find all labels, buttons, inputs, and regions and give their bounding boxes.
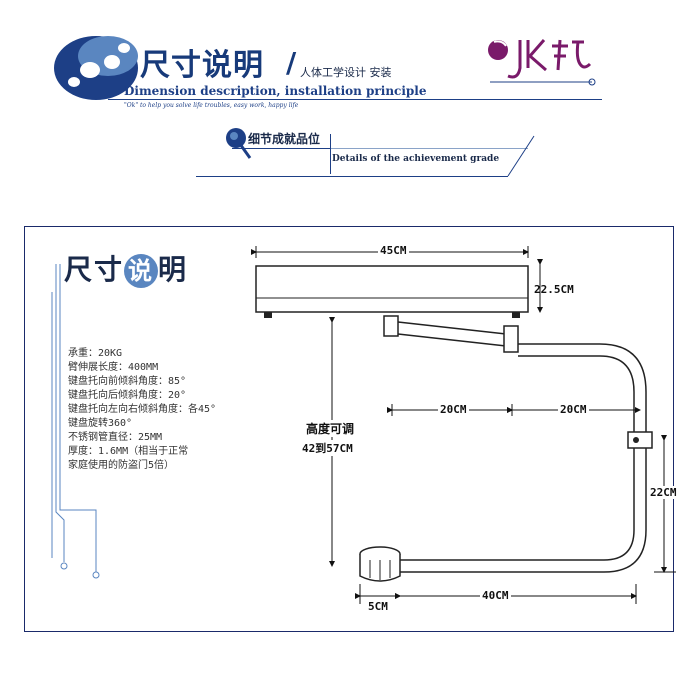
spec-line: 键盘旋转360° — [68, 418, 133, 429]
spec-line: 臂伸展长度：400MM — [68, 362, 159, 373]
spec-line: 承重：20KG — [68, 348, 123, 359]
header-tagline: "Ok" to help you solve life troubles, ea… — [124, 102, 299, 109]
tray-foot — [264, 312, 272, 318]
section-divider — [232, 148, 330, 149]
section-title-cn: 细节成就品位 — [248, 132, 321, 146]
dimension-panel — [24, 226, 674, 632]
spec-line: 家庭使用的防盗门5倍） — [68, 460, 175, 471]
panel-title-highlight: 说 — [124, 254, 159, 288]
spec-line: 不锈钢管直径：25MM — [68, 432, 163, 443]
circuit-decoration — [51, 264, 100, 579]
spec-line: 键盘托向后倾斜角度：20° — [68, 390, 187, 401]
spec-line: 键盘托向左向右倾斜角度：各45° — [68, 404, 217, 415]
header-english: Dimension description, installation prin… — [124, 84, 427, 98]
dim-side-drop: 22CM — [650, 486, 677, 499]
panel-title: 尺寸说明 — [64, 248, 188, 288]
panel-title-part-3: 明 — [158, 253, 189, 286]
section-divider-vertical — [330, 134, 331, 174]
spec-line: 键盘托向前倾斜角度：85° — [68, 376, 187, 387]
dim-width-top: 45CM — [378, 244, 409, 257]
header-subtitle: 人体工学设计 安装 — [300, 66, 392, 79]
tray-foot — [512, 312, 520, 318]
support-arm — [383, 315, 647, 573]
keyboard-tray — [255, 265, 529, 313]
section-underline — [196, 176, 508, 177]
header-slash: / — [286, 46, 297, 79]
section-slash-decoration — [507, 135, 535, 177]
header-logo-emblem — [54, 36, 138, 100]
panel-title-part-1: 尺寸 — [64, 253, 125, 286]
dim-height-range: 42到57CM — [302, 440, 353, 456]
spec-line: 厚度：1.6MM（相当于正常 — [68, 446, 189, 457]
dim-base-clamp: 5CM — [368, 600, 388, 613]
section-title-en: Details of the achievement grade — [332, 154, 500, 164]
dim-arm-right: 20CM — [558, 403, 589, 416]
brand-logo — [488, 39, 596, 86]
pin-icon — [226, 128, 252, 159]
header-divider — [108, 99, 602, 100]
header-title: 尺寸说明 — [140, 48, 264, 83]
base-clamp — [359, 546, 401, 582]
section-divider-light — [330, 148, 528, 149]
dim-height-label: 高度可调 — [306, 420, 355, 437]
dim-tray-height: 22.5CM — [534, 283, 574, 296]
side-clamp — [627, 431, 653, 449]
dim-arm-left: 20CM — [438, 403, 469, 416]
dim-base-length: 40CM — [480, 589, 511, 602]
